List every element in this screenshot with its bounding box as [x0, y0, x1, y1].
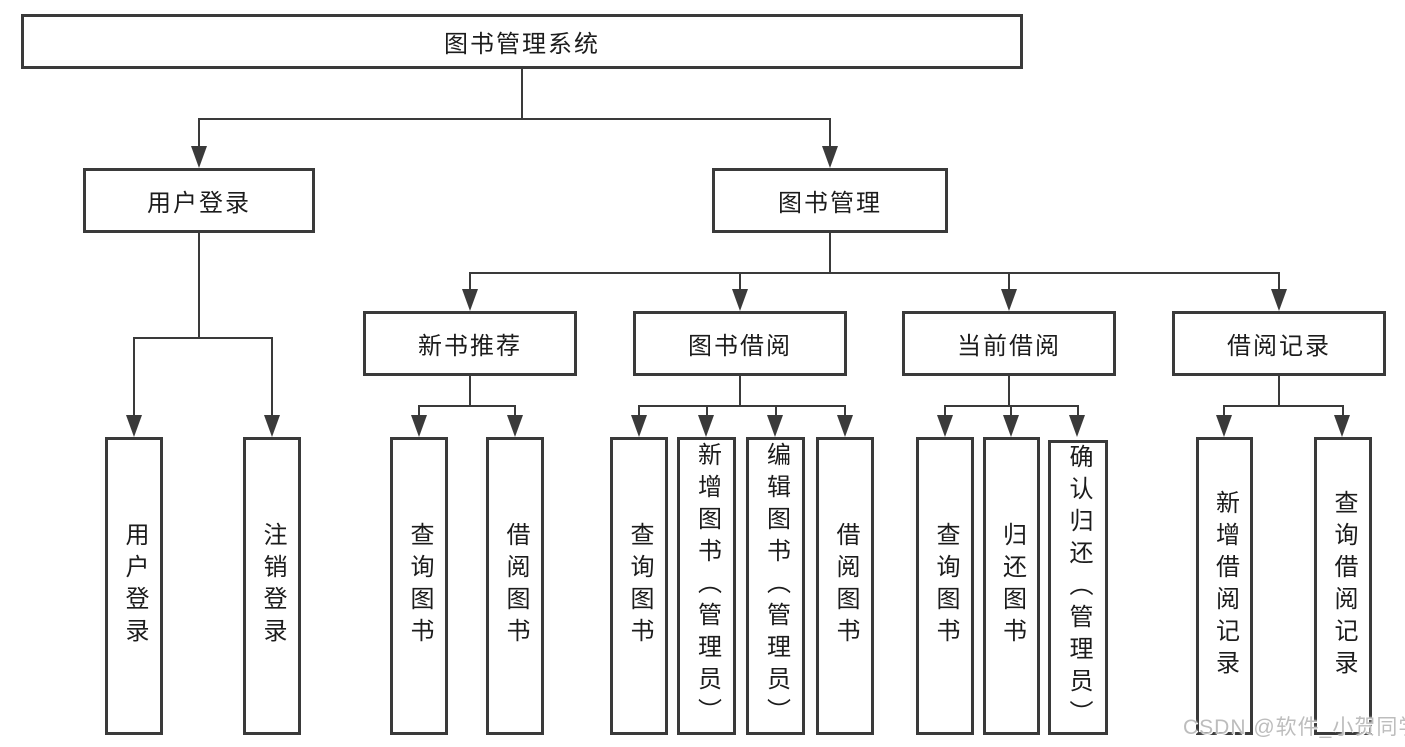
arrow-down-icon — [698, 415, 714, 437]
connector-line — [418, 405, 420, 419]
connector-line — [1342, 405, 1344, 419]
connector-line — [1278, 272, 1280, 293]
arrow-down-icon — [937, 415, 953, 437]
node-borrow-record-label: 借阅记录 — [1227, 333, 1331, 360]
leaf-query-book-current: 查询图书 — [916, 437, 974, 735]
leaf-borrow-book-label: 借阅图书 — [832, 522, 859, 650]
leaf-add-borrow-record: 新增借阅记录 — [1196, 437, 1253, 735]
arrow-down-icon — [1069, 415, 1085, 437]
node-book-management-label: 图书管理 — [778, 190, 882, 217]
csdn-watermark: CSDN @软件_小贺同学 — [1183, 716, 1405, 739]
leaf-borrow-book-recommend-label: 借阅图书 — [502, 522, 529, 650]
connector-line — [469, 376, 471, 405]
leaf-return-book-label: 归还图书 — [998, 522, 1026, 650]
connector-line — [844, 405, 846, 419]
connector-line — [469, 272, 471, 293]
connector-line — [1223, 405, 1225, 419]
leaf-user-login-label: 用户登录 — [121, 522, 148, 650]
connector-line — [198, 118, 831, 120]
node-root: 图书管理系统 — [21, 14, 1023, 69]
leaf-confirm-return-admin: 确认归还（管理员） — [1048, 440, 1108, 735]
node-new-book-recommend-label: 新书推荐 — [418, 333, 522, 360]
connector-line — [521, 68, 523, 120]
leaf-borrow-book-recommend: 借阅图书 — [486, 437, 544, 735]
connector-line — [638, 405, 640, 419]
arrow-down-icon — [1001, 289, 1017, 311]
node-new-book-recommend: 新书推荐 — [363, 311, 577, 376]
leaf-user-login: 用户登录 — [105, 437, 163, 735]
connector-line — [1223, 405, 1343, 407]
connector-line — [829, 118, 831, 150]
connector-line — [198, 118, 200, 150]
arrow-down-icon — [191, 146, 207, 168]
node-user-login-label: 用户登录 — [147, 190, 251, 217]
connector-line — [198, 233, 200, 337]
leaf-confirm-return-admin-label: 确认归还（管理员） — [1065, 443, 1092, 732]
node-book-borrow: 图书借阅 — [633, 311, 847, 376]
arrow-down-icon — [631, 415, 647, 437]
arrow-down-icon — [507, 415, 523, 437]
leaf-query-book-recommend-label: 查询图书 — [406, 522, 433, 650]
connector-line — [638, 405, 846, 407]
arrow-down-icon — [1216, 415, 1232, 437]
leaf-query-borrow-record: 查询借阅记录 — [1314, 437, 1372, 735]
leaf-add-borrow-record-label: 新增借阅记录 — [1211, 490, 1239, 682]
node-user-login: 用户登录 — [83, 168, 315, 233]
connector-line — [1008, 272, 1010, 293]
arrow-down-icon — [411, 415, 427, 437]
connector-line — [1077, 405, 1079, 419]
connector-line — [514, 405, 516, 419]
leaf-edit-book-admin: 编辑图书（管理员） — [746, 437, 805, 735]
leaf-edit-book-admin-label: 编辑图书（管理员） — [762, 442, 790, 730]
connector-line — [739, 272, 741, 293]
connector-line — [1010, 405, 1012, 419]
connector-line — [1278, 376, 1280, 405]
node-root-label: 图书管理系统 — [444, 31, 600, 58]
connector-line — [775, 405, 777, 419]
leaf-add-book-admin: 新增图书（管理员） — [677, 437, 736, 735]
arrow-down-icon — [1334, 415, 1350, 437]
leaf-return-book: 归还图书 — [983, 437, 1040, 735]
arrow-down-icon — [732, 289, 748, 311]
connector-line — [271, 337, 273, 419]
connector-line — [1008, 376, 1010, 405]
arrow-down-icon — [767, 415, 783, 437]
leaf-logout-label: 注销登录 — [259, 522, 286, 650]
connector-line — [829, 233, 831, 272]
connector-line — [944, 405, 946, 419]
arrow-down-icon — [1003, 415, 1019, 437]
node-current-borrow: 当前借阅 — [902, 311, 1116, 376]
leaf-query-book-recommend: 查询图书 — [390, 437, 448, 735]
connector-line — [469, 272, 1280, 274]
connector-line — [739, 376, 741, 405]
leaf-query-borrow-record-label: 查询借阅记录 — [1330, 490, 1357, 682]
connector-line — [706, 405, 708, 419]
connector-line — [133, 337, 135, 419]
arrow-down-icon — [1271, 289, 1287, 311]
connector-line — [133, 337, 273, 339]
arrow-down-icon — [462, 289, 478, 311]
arrow-down-icon — [126, 415, 142, 437]
arrow-down-icon — [822, 146, 838, 168]
connector-line — [418, 405, 516, 407]
arrow-down-icon — [264, 415, 280, 437]
node-book-management: 图书管理 — [712, 168, 948, 233]
node-book-borrow-label: 图书借阅 — [688, 333, 792, 360]
leaf-query-book-borrow-label: 查询图书 — [626, 522, 653, 650]
leaf-add-book-admin-label: 新增图书（管理员） — [693, 442, 721, 730]
node-current-borrow-label: 当前借阅 — [957, 333, 1061, 360]
leaf-query-book-borrow: 查询图书 — [610, 437, 668, 735]
arrow-down-icon — [837, 415, 853, 437]
leaf-borrow-book: 借阅图书 — [816, 437, 874, 735]
leaf-query-book-current-label: 查询图书 — [932, 522, 959, 650]
leaf-logout: 注销登录 — [243, 437, 301, 735]
node-borrow-record: 借阅记录 — [1172, 311, 1386, 376]
